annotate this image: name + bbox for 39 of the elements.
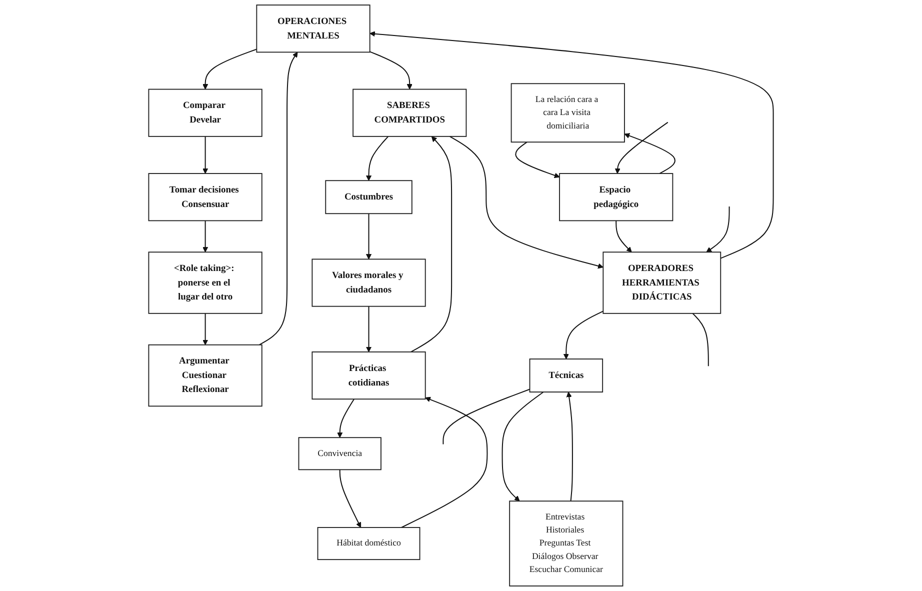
arrow [202, 48, 257, 90]
arrow [370, 31, 774, 259]
arrow [502, 392, 544, 502]
arrow [624, 133, 676, 174]
node-box: Costumbres [325, 180, 412, 214]
node-box: <Role taking>: ponerse en el lugar del otro [148, 252, 262, 314]
arrow [563, 310, 604, 360]
node-box: SABERES COMPARTIDOS [352, 88, 467, 137]
node-box: OPERACIONES MENTALES [256, 4, 370, 53]
arrow [339, 470, 362, 528]
arrow [401, 396, 488, 528]
node-box: Tomar decisiones Consensuar [148, 173, 262, 222]
node-box: OPERADORES HERRAMIENTAS DIDÁCTICAS [602, 252, 722, 314]
arrow [259, 52, 298, 346]
arrow [202, 313, 208, 346]
arrow [366, 214, 372, 260]
arrow [450, 136, 604, 269]
arrow [410, 136, 452, 352]
node-box: Prácticas cotidianas [312, 351, 426, 400]
arrow [202, 136, 208, 174]
arrow [616, 220, 632, 252]
node-box: Argumentar Cuestionar Reflexionar [148, 344, 262, 407]
arrow [202, 220, 208, 252]
arrow [566, 392, 573, 502]
arrow [515, 142, 560, 178]
arrow [337, 398, 354, 438]
node-box: Espacio pedagógico [559, 173, 674, 222]
node-box: Hábitat doméstico [317, 527, 420, 560]
node-box: Convivencia [298, 437, 382, 470]
node-box: La relación cara a cara La visita domiciliaria [510, 83, 625, 143]
node-box: Valores morales y ciudadanos [312, 258, 426, 307]
node-box: Entrevistas Historiales Preguntas Test Diálogos Observar Escuchar Comunicar [509, 500, 624, 586]
node-box: Comparar Develar [148, 88, 262, 137]
arrow [370, 51, 412, 90]
arrow [366, 136, 389, 181]
node-box: Técnicas [529, 358, 604, 392]
arrow [614, 122, 668, 174]
arrow [366, 306, 372, 352]
arrow [706, 206, 730, 252]
